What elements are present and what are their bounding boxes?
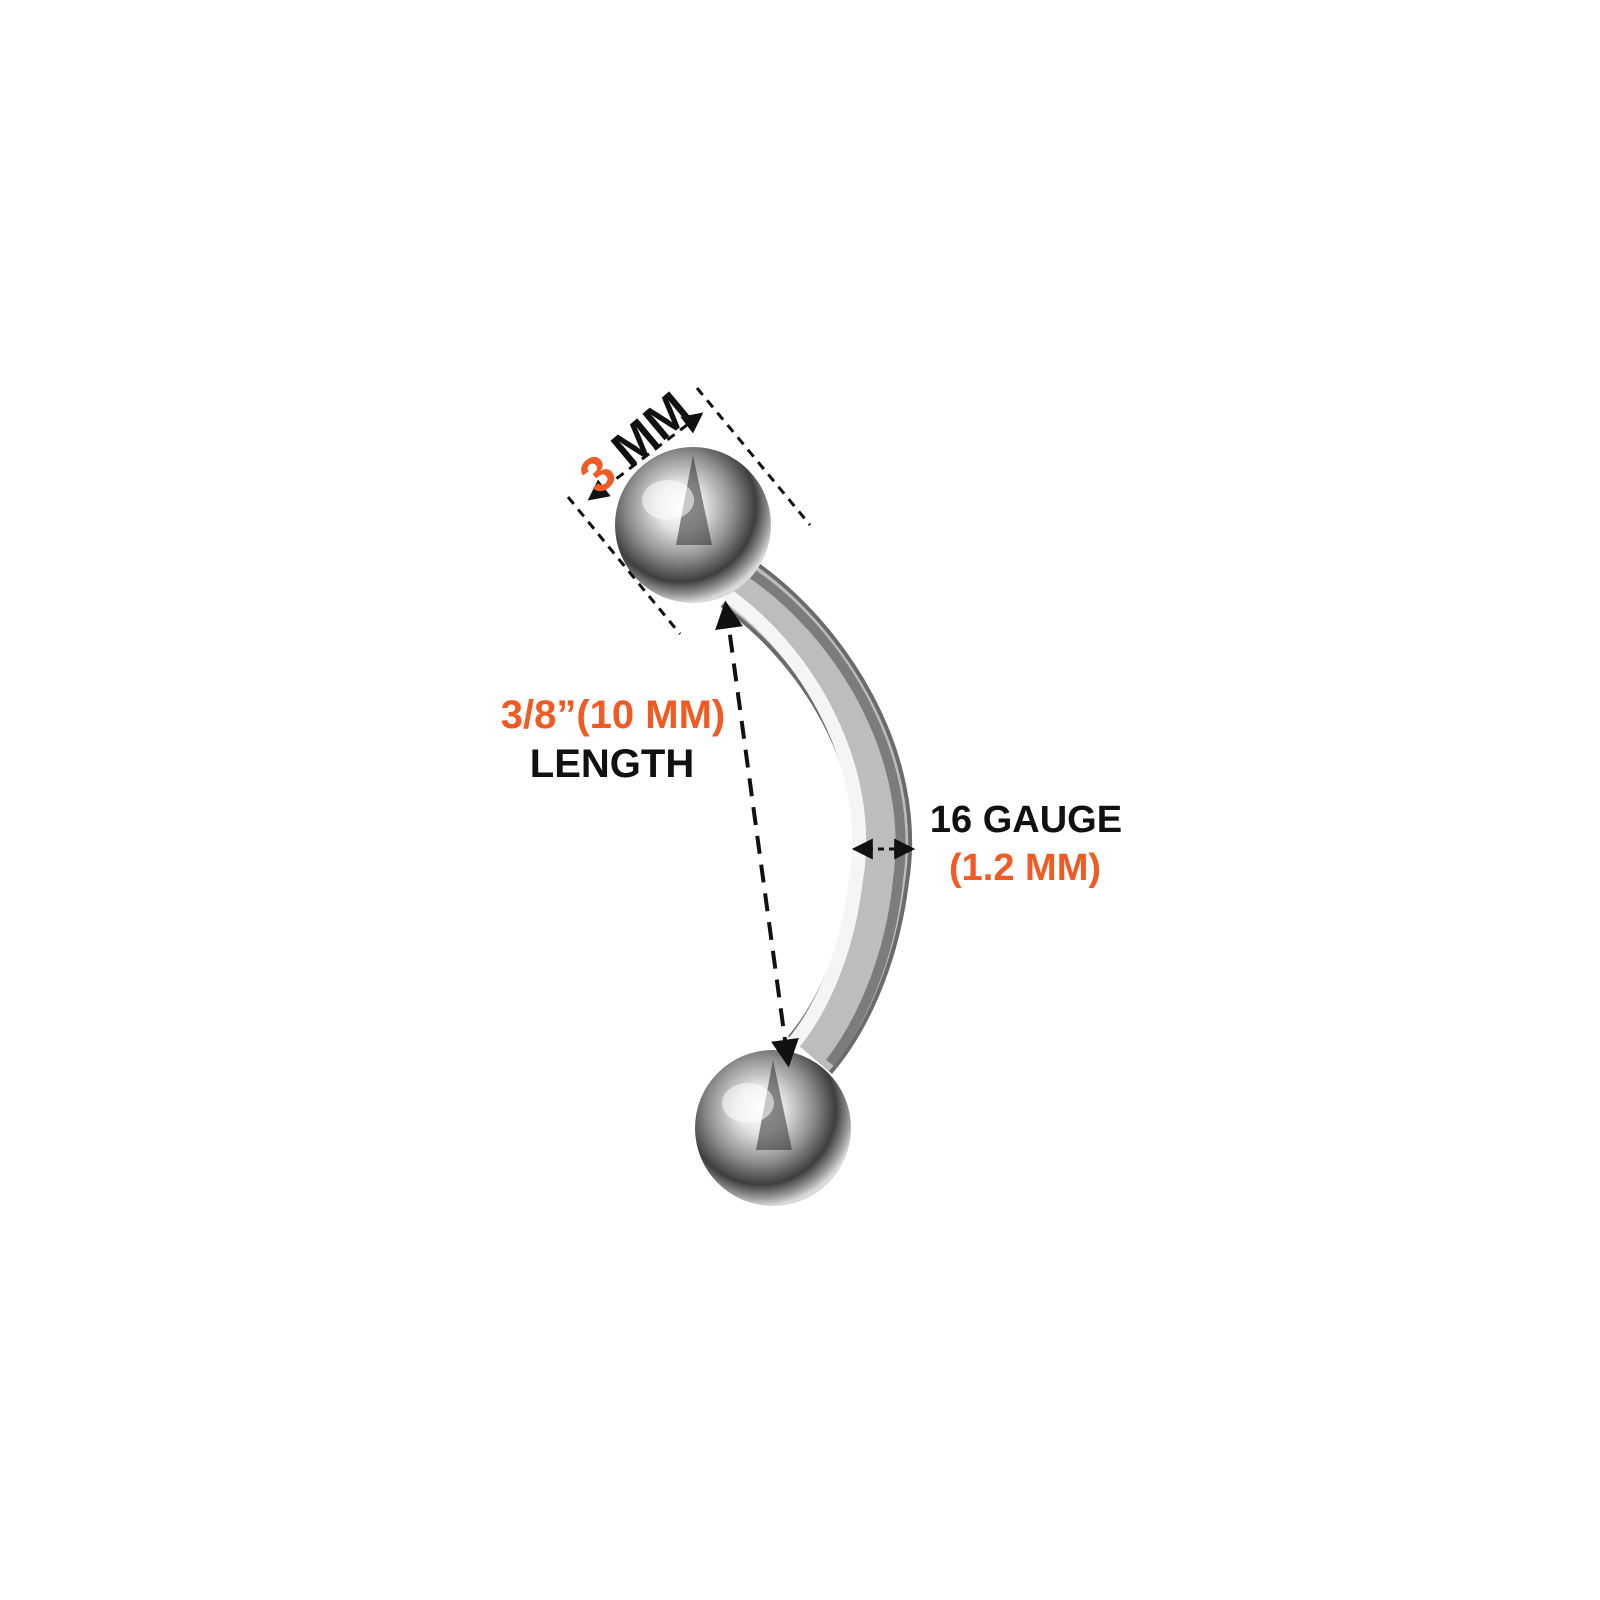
length-value: 3/8”(10 MM) bbox=[501, 693, 726, 737]
length-label: LENGTH bbox=[530, 742, 694, 786]
ball-size-dimension bbox=[566, 387, 812, 635]
gauge-value: (1.2 MM) bbox=[949, 847, 1101, 889]
length-dimension bbox=[715, 600, 799, 1068]
bottom-ball bbox=[695, 1050, 851, 1206]
gauge-label: 16 GAUGE bbox=[930, 799, 1122, 841]
